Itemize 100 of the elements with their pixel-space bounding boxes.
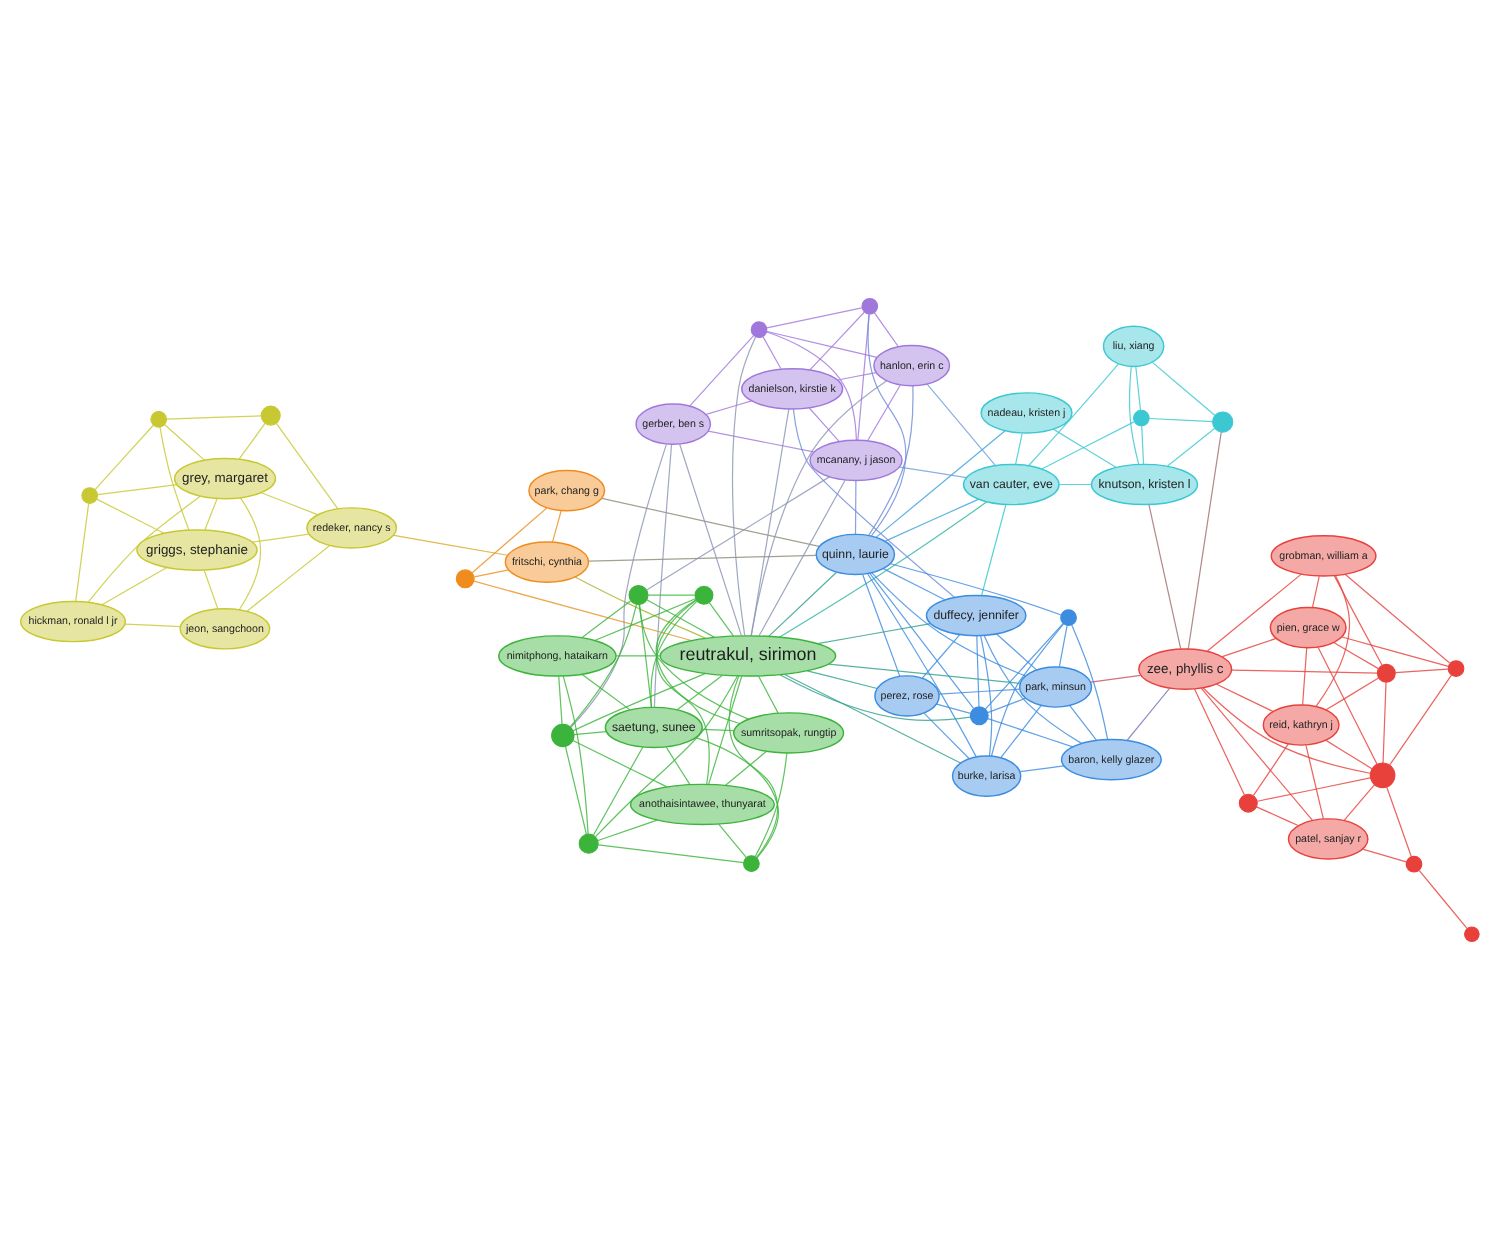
connector: [601, 497, 820, 548]
node-circle: [1447, 660, 1465, 677]
connector: [203, 569, 219, 610]
connector: [597, 844, 745, 864]
connector: [592, 746, 644, 836]
connector: [926, 383, 996, 467]
connector: [1148, 504, 1182, 650]
connector: [1000, 704, 1042, 759]
connector: [708, 675, 743, 785]
connector: [724, 750, 767, 786]
connector: [866, 384, 901, 442]
connector: [1221, 637, 1277, 658]
connector: [806, 670, 878, 690]
connector: [1418, 870, 1468, 930]
connector: [987, 718, 1074, 748]
connector: [275, 422, 339, 510]
connector: [1315, 575, 1351, 707]
node-circle: [150, 411, 168, 428]
connector: [1311, 575, 1320, 609]
connector: [594, 675, 739, 838]
connector: [594, 598, 697, 642]
connector: [817, 623, 932, 645]
connector: [572, 673, 706, 732]
connector: [792, 408, 955, 598]
connector: [1361, 848, 1407, 863]
connector: [646, 476, 830, 591]
connector: [778, 501, 988, 638]
connector: [923, 712, 970, 759]
connector: [938, 688, 1021, 695]
connector: [990, 623, 1065, 757]
connector: [551, 510, 562, 543]
connector: [1344, 573, 1451, 664]
connector: [1343, 784, 1376, 821]
connector: [854, 480, 857, 535]
connector: [679, 443, 743, 637]
connector: [471, 507, 548, 574]
connector: [164, 424, 205, 461]
connector: [768, 571, 838, 637]
connector: [646, 599, 716, 638]
connector: [828, 663, 1021, 684]
connector: [1151, 361, 1216, 417]
connector: [1389, 674, 1453, 766]
connector: [581, 673, 631, 711]
connector: [597, 819, 658, 842]
connector: [750, 408, 790, 637]
connector: [869, 572, 975, 710]
connector: [569, 603, 638, 728]
connector: [581, 600, 632, 638]
connector: [166, 415, 262, 420]
connector: [984, 623, 1064, 710]
node-circle: [1238, 793, 1258, 813]
node-circle: [694, 585, 714, 605]
connector: [862, 573, 901, 677]
connector: [1215, 683, 1274, 713]
connector: [558, 675, 563, 725]
connector: [655, 599, 741, 725]
connector: [1252, 743, 1289, 797]
node-circle: [1133, 409, 1150, 427]
node-circle: [551, 723, 575, 748]
connector: [1394, 668, 1449, 674]
connector: [676, 674, 723, 711]
node-circle: [81, 487, 99, 504]
connector: [1041, 421, 1135, 470]
connector: [766, 307, 863, 329]
connector: [638, 604, 749, 720]
connector: [639, 604, 653, 708]
connector: [1052, 428, 1117, 469]
connector: [615, 655, 661, 657]
node-circle: [750, 321, 768, 338]
connector: [889, 563, 1062, 616]
connector: [1256, 777, 1371, 802]
connector: [705, 400, 753, 415]
connector: [473, 569, 510, 578]
node-circle: [628, 585, 649, 606]
connector: [574, 576, 707, 639]
connector: [921, 634, 961, 679]
connector: [238, 497, 262, 611]
connector: [587, 554, 817, 562]
connector: [124, 623, 181, 628]
connector: [875, 430, 1006, 538]
connector: [572, 739, 668, 788]
connector: [718, 823, 747, 859]
node-circle: [1405, 855, 1423, 873]
connector: [707, 430, 815, 453]
node-circle: [743, 855, 760, 872]
connector: [656, 599, 710, 785]
connector: [996, 633, 1038, 671]
connector: [750, 380, 888, 637]
connector: [837, 372, 877, 381]
node-circle: [861, 297, 879, 315]
connector: [1193, 688, 1246, 796]
connector: [1302, 647, 1308, 706]
node-circle: [1369, 762, 1396, 789]
connector: [650, 600, 698, 708]
connector: [987, 697, 1027, 714]
connector: [701, 728, 735, 732]
connector: [238, 422, 266, 460]
node-circle: [1212, 411, 1234, 433]
connector: [473, 580, 692, 642]
connector: [1317, 646, 1378, 765]
